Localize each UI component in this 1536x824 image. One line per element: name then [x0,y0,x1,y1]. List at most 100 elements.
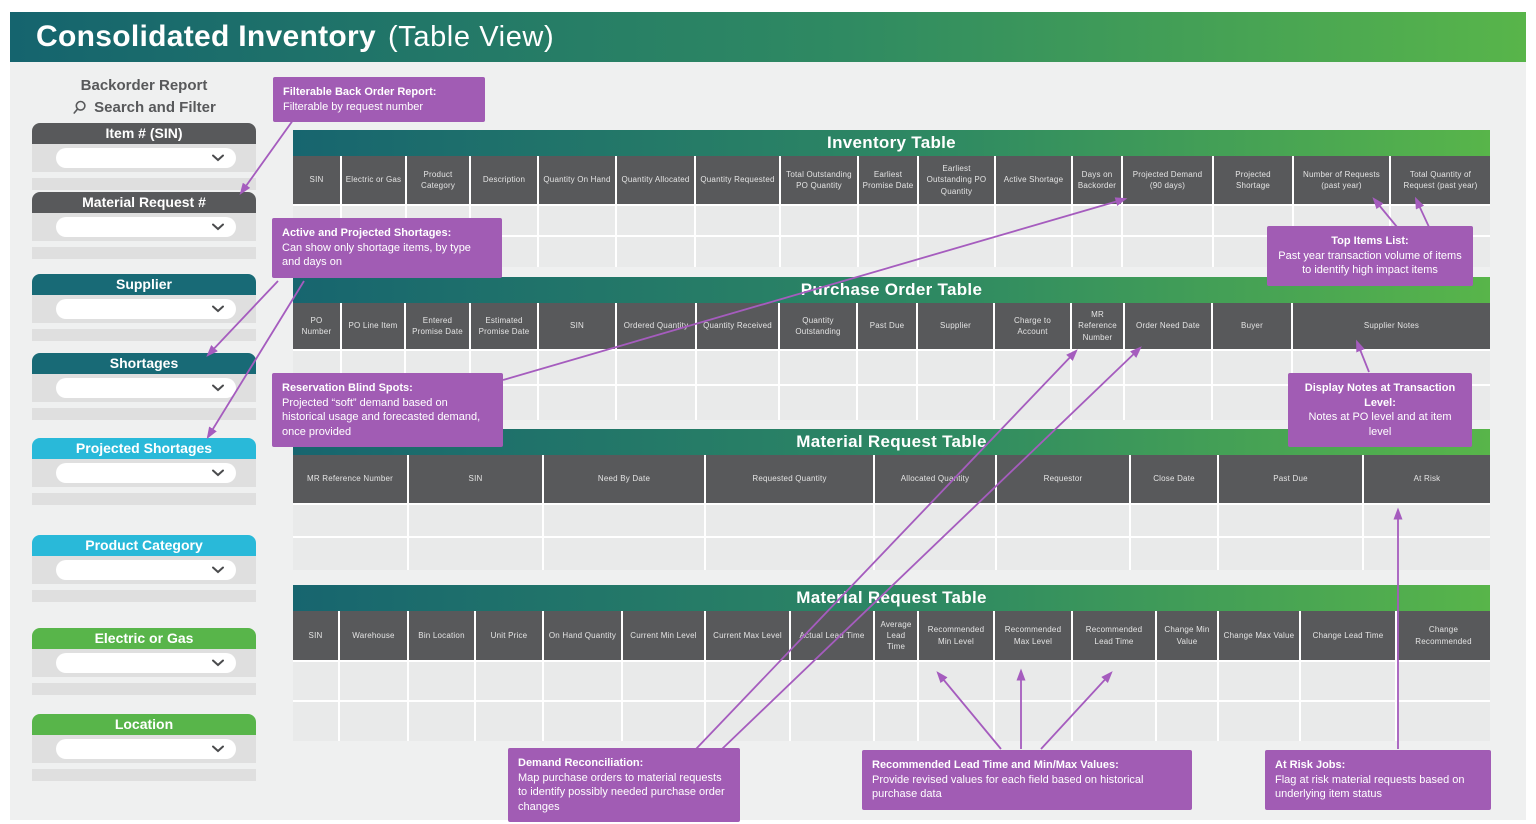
chevron-down-icon [212,659,224,667]
filter-group-product-category: Product Category [32,535,256,602]
electric-or-gas-dropdown[interactable] [56,653,236,673]
column-header: Allocated Quantity [874,455,997,505]
column-header: Estimated Promise Date [470,303,539,351]
column-header: Projected Shortage [1213,156,1294,206]
callout-display-notes: Display Notes at Transaction Level: Note… [1288,373,1472,448]
filter-header-item-sin: Item # (SIN) [32,123,256,144]
table-empty-row [293,661,1490,702]
material-request-table-2-section: Material Request Table SIN Warehouse Bin… [293,585,1490,741]
empty-cell [705,701,791,741]
chevron-down-icon [212,469,224,477]
table-empty-row [293,537,1490,570]
empty-cell [1072,661,1157,702]
column-header: Need By Date [543,455,706,505]
chevron-down-icon [212,154,224,162]
chevron-down-icon [212,745,224,753]
column-header: On Hand Quantity [543,611,623,662]
filter-results-strip [32,247,256,259]
empty-cell [543,537,706,570]
empty-cell [1300,701,1397,741]
empty-cell [858,205,919,237]
item-sin-dropdown[interactable] [56,148,236,168]
shortages-dropdown[interactable] [56,378,236,398]
product-category-dropdown[interactable] [56,560,236,580]
filter-header-projected-shortages: Projected Shortages [32,438,256,459]
filter-group-item-sin: Item # (SIN) [32,123,256,190]
filter-body [32,459,256,487]
empty-cell [918,701,995,741]
column-header: Requestor [996,455,1131,505]
filter-results-strip [32,408,256,420]
column-header: Description [470,156,539,206]
column-header: Average Lead Time [874,611,919,662]
empty-cell [780,205,859,237]
location-dropdown[interactable] [56,739,236,759]
empty-cell [622,701,706,741]
callout-recommended-values: Recommended Lead Time and Min/Max Values… [862,750,1192,810]
empty-cell [858,236,919,267]
empty-cell [705,504,875,538]
callout-body: Filterable by request number [283,100,424,113]
callout-title: At Risk Jobs: [1275,759,1346,771]
supplier-dropdown[interactable] [56,299,236,319]
filter-header-electric-or-gas: Electric or Gas [32,628,256,649]
filter-body [32,144,256,172]
filter-results-strip [32,493,256,505]
empty-cell [696,385,780,420]
column-header: Recommended Lead Time [1072,611,1157,662]
empty-cell [1212,385,1293,420]
empty-cell [543,504,706,538]
empty-cell [779,350,858,386]
callout-title: Display Notes at Transaction Level: [1304,382,1456,409]
empty-cell [339,701,409,741]
empty-cell [857,350,918,386]
filter-group-supplier: Supplier [32,274,256,341]
column-header: Number of Requests (past year) [1293,156,1391,206]
empty-cell [1218,661,1301,702]
empty-cell [696,350,780,386]
column-header: Buyer [1212,303,1293,351]
column-header: Product Category [406,156,471,206]
column-header: Past Due [1218,455,1364,505]
callout-title: Reservation Blind Spots: [282,382,413,394]
column-header: Order Need Date [1124,303,1213,351]
empty-cell [1124,350,1213,386]
empty-cell [874,537,997,570]
filter-header-product-category: Product Category [32,535,256,556]
empty-cell [538,350,617,386]
empty-cell [1130,537,1219,570]
empty-cell [1072,205,1123,237]
column-header: Change Max Value [1218,611,1301,662]
column-header: MR Reference Number [293,455,409,505]
empty-cell [790,701,875,741]
material-request-dropdown[interactable] [56,217,236,237]
filter-group-location: Location [32,714,256,781]
page-subtitle: (Table View) [387,20,555,53]
empty-cell [293,701,340,741]
empty-cell [918,236,996,267]
filter-body [32,556,256,584]
column-header: Active Shortage [995,156,1073,206]
column-header: Earliest Promise Date [858,156,919,206]
empty-cell [1122,236,1214,267]
empty-cell [1363,504,1490,538]
empty-cell [780,236,859,267]
filter-group-electric-or-gas: Electric or Gas [32,628,256,695]
empty-cell [1300,661,1397,702]
callout-at-risk-jobs: At Risk Jobs: Flag at risk material requ… [1265,750,1491,810]
filter-body [32,295,256,323]
projected-shortages-dropdown[interactable] [56,463,236,483]
filter-header-material-request: Material Request # [32,192,256,213]
callout-active-projected-shortages: Active and Projected Shortages: Can show… [272,218,502,278]
empty-cell [995,205,1073,237]
column-header: SIN [538,303,617,351]
empty-cell [994,350,1072,386]
search-and-filter: Search and Filter [32,99,256,116]
chevron-down-icon [212,566,224,574]
empty-cell [1396,701,1490,741]
column-header: Current Min Level [622,611,706,662]
column-header: Requested Quantity [705,455,875,505]
callout-body: Projected “soft” demand based on histori… [282,396,481,438]
callout-demand-reconciliation: Demand Reconciliation: Map purchase orde… [508,748,740,823]
callout-title: Demand Reconciliation: [518,757,644,769]
